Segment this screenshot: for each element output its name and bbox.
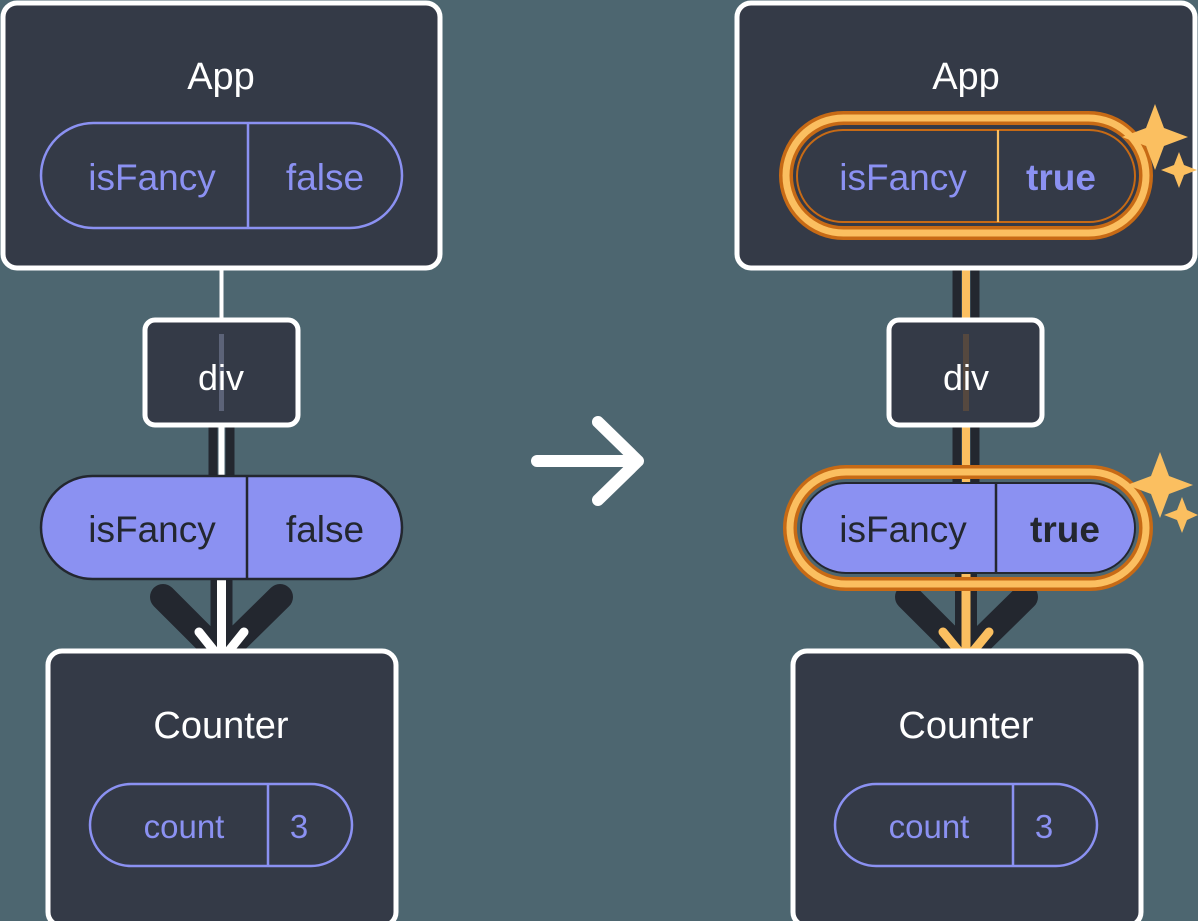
before-prop-pill-value: false — [286, 509, 364, 550]
before-app-prop-pill — [39, 121, 404, 230]
before-counter-state-value: 3 — [290, 808, 308, 845]
before-app-prop-name: isFancy — [88, 157, 216, 198]
after-div-title: div — [943, 357, 989, 398]
before-prop-pill-name: isFancy — [88, 509, 216, 550]
after-app-sparkle-icon — [1122, 104, 1197, 188]
before-div-title: div — [198, 357, 244, 398]
before-app-title: App — [187, 56, 255, 98]
arrow-right-icon — [531, 416, 644, 506]
after-counter-state-name: count — [889, 808, 970, 845]
before-counter-state-name: count — [144, 808, 225, 845]
after-counter-box — [790, 648, 1144, 921]
before-counter-title: Counter — [153, 705, 289, 747]
after-app-prop-name: isFancy — [839, 157, 967, 198]
after-app-prop-value: true — [1026, 157, 1096, 198]
after-prop-pill — [783, 465, 1153, 591]
before-app-box — [0, 0, 443, 271]
after-prop-sparkle-icon — [1127, 452, 1198, 533]
before-app-prop-value: false — [286, 157, 364, 198]
after-counter-state-value: 3 — [1035, 808, 1053, 845]
after-prop-pill-name: isFancy — [839, 509, 967, 550]
before-counter-box — [45, 648, 399, 921]
after-div-box — [886, 317, 1045, 428]
after-prop-pill-value: true — [1030, 509, 1100, 550]
before-counter-state-pill — [88, 782, 354, 868]
after-app-title: App — [932, 56, 1000, 98]
before-prop-pill — [39, 474, 404, 581]
before-div-box — [142, 317, 301, 428]
after-app-prop-pill — [779, 111, 1153, 240]
after-counter-state-pill — [833, 782, 1099, 868]
after-counter-title: Counter — [898, 705, 1034, 747]
